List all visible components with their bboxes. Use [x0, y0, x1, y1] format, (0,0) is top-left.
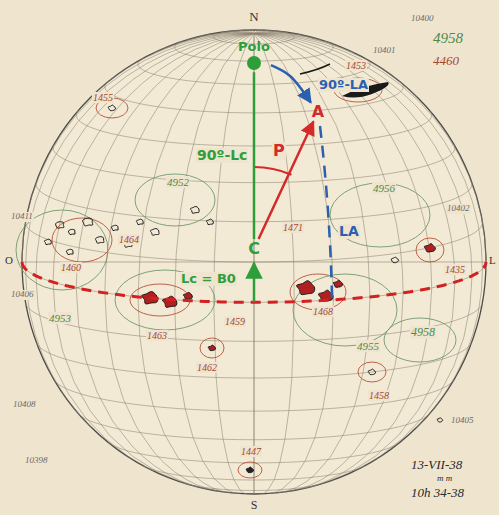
- spot-group-number: 4956: [372, 182, 396, 194]
- spot-group-number: 1464: [118, 234, 140, 245]
- axis-line: [22, 262, 486, 263]
- spot-group-number: 10406: [10, 290, 35, 300]
- sunspot: [111, 225, 118, 230]
- latitude-arrow: [253, 263, 256, 302]
- center-point: C: [248, 240, 260, 258]
- spot-group-number: 1447: [240, 446, 262, 457]
- point-label: A: [312, 103, 324, 121]
- angle-label: 90º-Lc: [196, 148, 248, 163]
- group-outline: [330, 183, 430, 247]
- group-outline: [130, 284, 190, 316]
- spot-group-number: 4955: [356, 340, 380, 352]
- sunspot: [183, 292, 192, 299]
- date-note: 13-VII-38: [410, 458, 463, 472]
- group-outline: [384, 318, 456, 362]
- spot-group-number: 1471: [282, 222, 304, 233]
- group-outline: [52, 218, 112, 262]
- spot-group-number: 1463: [146, 330, 168, 341]
- spot-group-number: 10402: [446, 204, 471, 214]
- compass-letter: L: [488, 254, 497, 266]
- pole-dot: [246, 55, 262, 71]
- time-note: 10h 34-38: [410, 486, 465, 500]
- spot-group-number: 1459: [224, 316, 246, 327]
- angle-label: Lc = B0: [180, 272, 237, 286]
- point-label: Polo: [238, 40, 270, 54]
- sunspot: [108, 105, 115, 111]
- sunspot: [208, 345, 215, 351]
- spot-group-number: 1460: [60, 262, 82, 273]
- spot-group-number: 10400: [410, 14, 435, 24]
- compass-letter: N: [248, 10, 259, 24]
- spot-group-number: 10411: [10, 212, 34, 222]
- filament: [300, 64, 330, 74]
- spot-group-number: 1435: [444, 264, 466, 275]
- sunspot: [190, 206, 199, 213]
- sunspot: [136, 219, 143, 224]
- spot-group-number: 10405: [450, 416, 475, 426]
- heliographic-grid: [22, 30, 486, 494]
- sunspot: [246, 467, 254, 473]
- angle-label: P: [272, 142, 286, 160]
- group-outline: [135, 174, 215, 226]
- group-outline: [238, 462, 262, 478]
- compass-letter: S: [250, 499, 259, 512]
- sunspot: [95, 237, 104, 244]
- point-label: C: [248, 240, 260, 258]
- sunspot: [424, 244, 435, 252]
- group-outline: [200, 338, 224, 358]
- group-outline: [16, 210, 108, 290]
- connector: [259, 122, 314, 239]
- connector: [253, 72, 256, 239]
- latitude-line: [320, 126, 332, 298]
- connector: [271, 65, 311, 102]
- sunspot: [333, 280, 342, 287]
- time-note: m m: [436, 474, 453, 484]
- spot-group-number: 10408: [12, 400, 37, 410]
- sunspot: [391, 257, 399, 263]
- group-outline: [416, 238, 444, 262]
- sunspot: [68, 229, 75, 234]
- spot-group-number: 4952: [166, 176, 190, 188]
- angle-label: LA: [338, 224, 360, 239]
- sunspot: [83, 218, 93, 226]
- sunspot: [206, 219, 213, 225]
- spot-group-number: 1462: [196, 362, 218, 373]
- point-a: A: [312, 103, 324, 121]
- spot-group-number: 1455: [92, 92, 114, 103]
- sunspot: [297, 281, 315, 295]
- spot-group-number: 10398: [24, 456, 49, 466]
- spot-group-number: 4958: [410, 326, 436, 339]
- sunspot: [150, 228, 159, 235]
- spot-group-number: 1453: [345, 60, 367, 71]
- spot-group-number: 4958: [432, 30, 464, 47]
- spot-group-number: 1458: [368, 390, 390, 401]
- spot-group-number: 4953: [48, 312, 72, 324]
- group-outline: [293, 274, 397, 346]
- spot-group-number: 4460: [432, 54, 460, 68]
- angle-label: 90º-LA: [318, 78, 369, 92]
- group-outline: [358, 362, 386, 382]
- compass-letter: O: [4, 254, 14, 266]
- sunspot: [162, 296, 176, 307]
- solar-equator: [22, 262, 486, 302]
- pole-point: Polo: [238, 40, 270, 71]
- spot-group-number: 10401: [372, 46, 397, 56]
- sunspot: [44, 239, 51, 244]
- sunspot: [437, 418, 443, 422]
- sunspot: [56, 222, 64, 229]
- angle-arc: [254, 167, 291, 175]
- spot-group-number: 1468: [312, 306, 334, 317]
- sunspot: [66, 249, 73, 254]
- solar-disc: [22, 30, 486, 494]
- sunspot: [368, 369, 375, 375]
